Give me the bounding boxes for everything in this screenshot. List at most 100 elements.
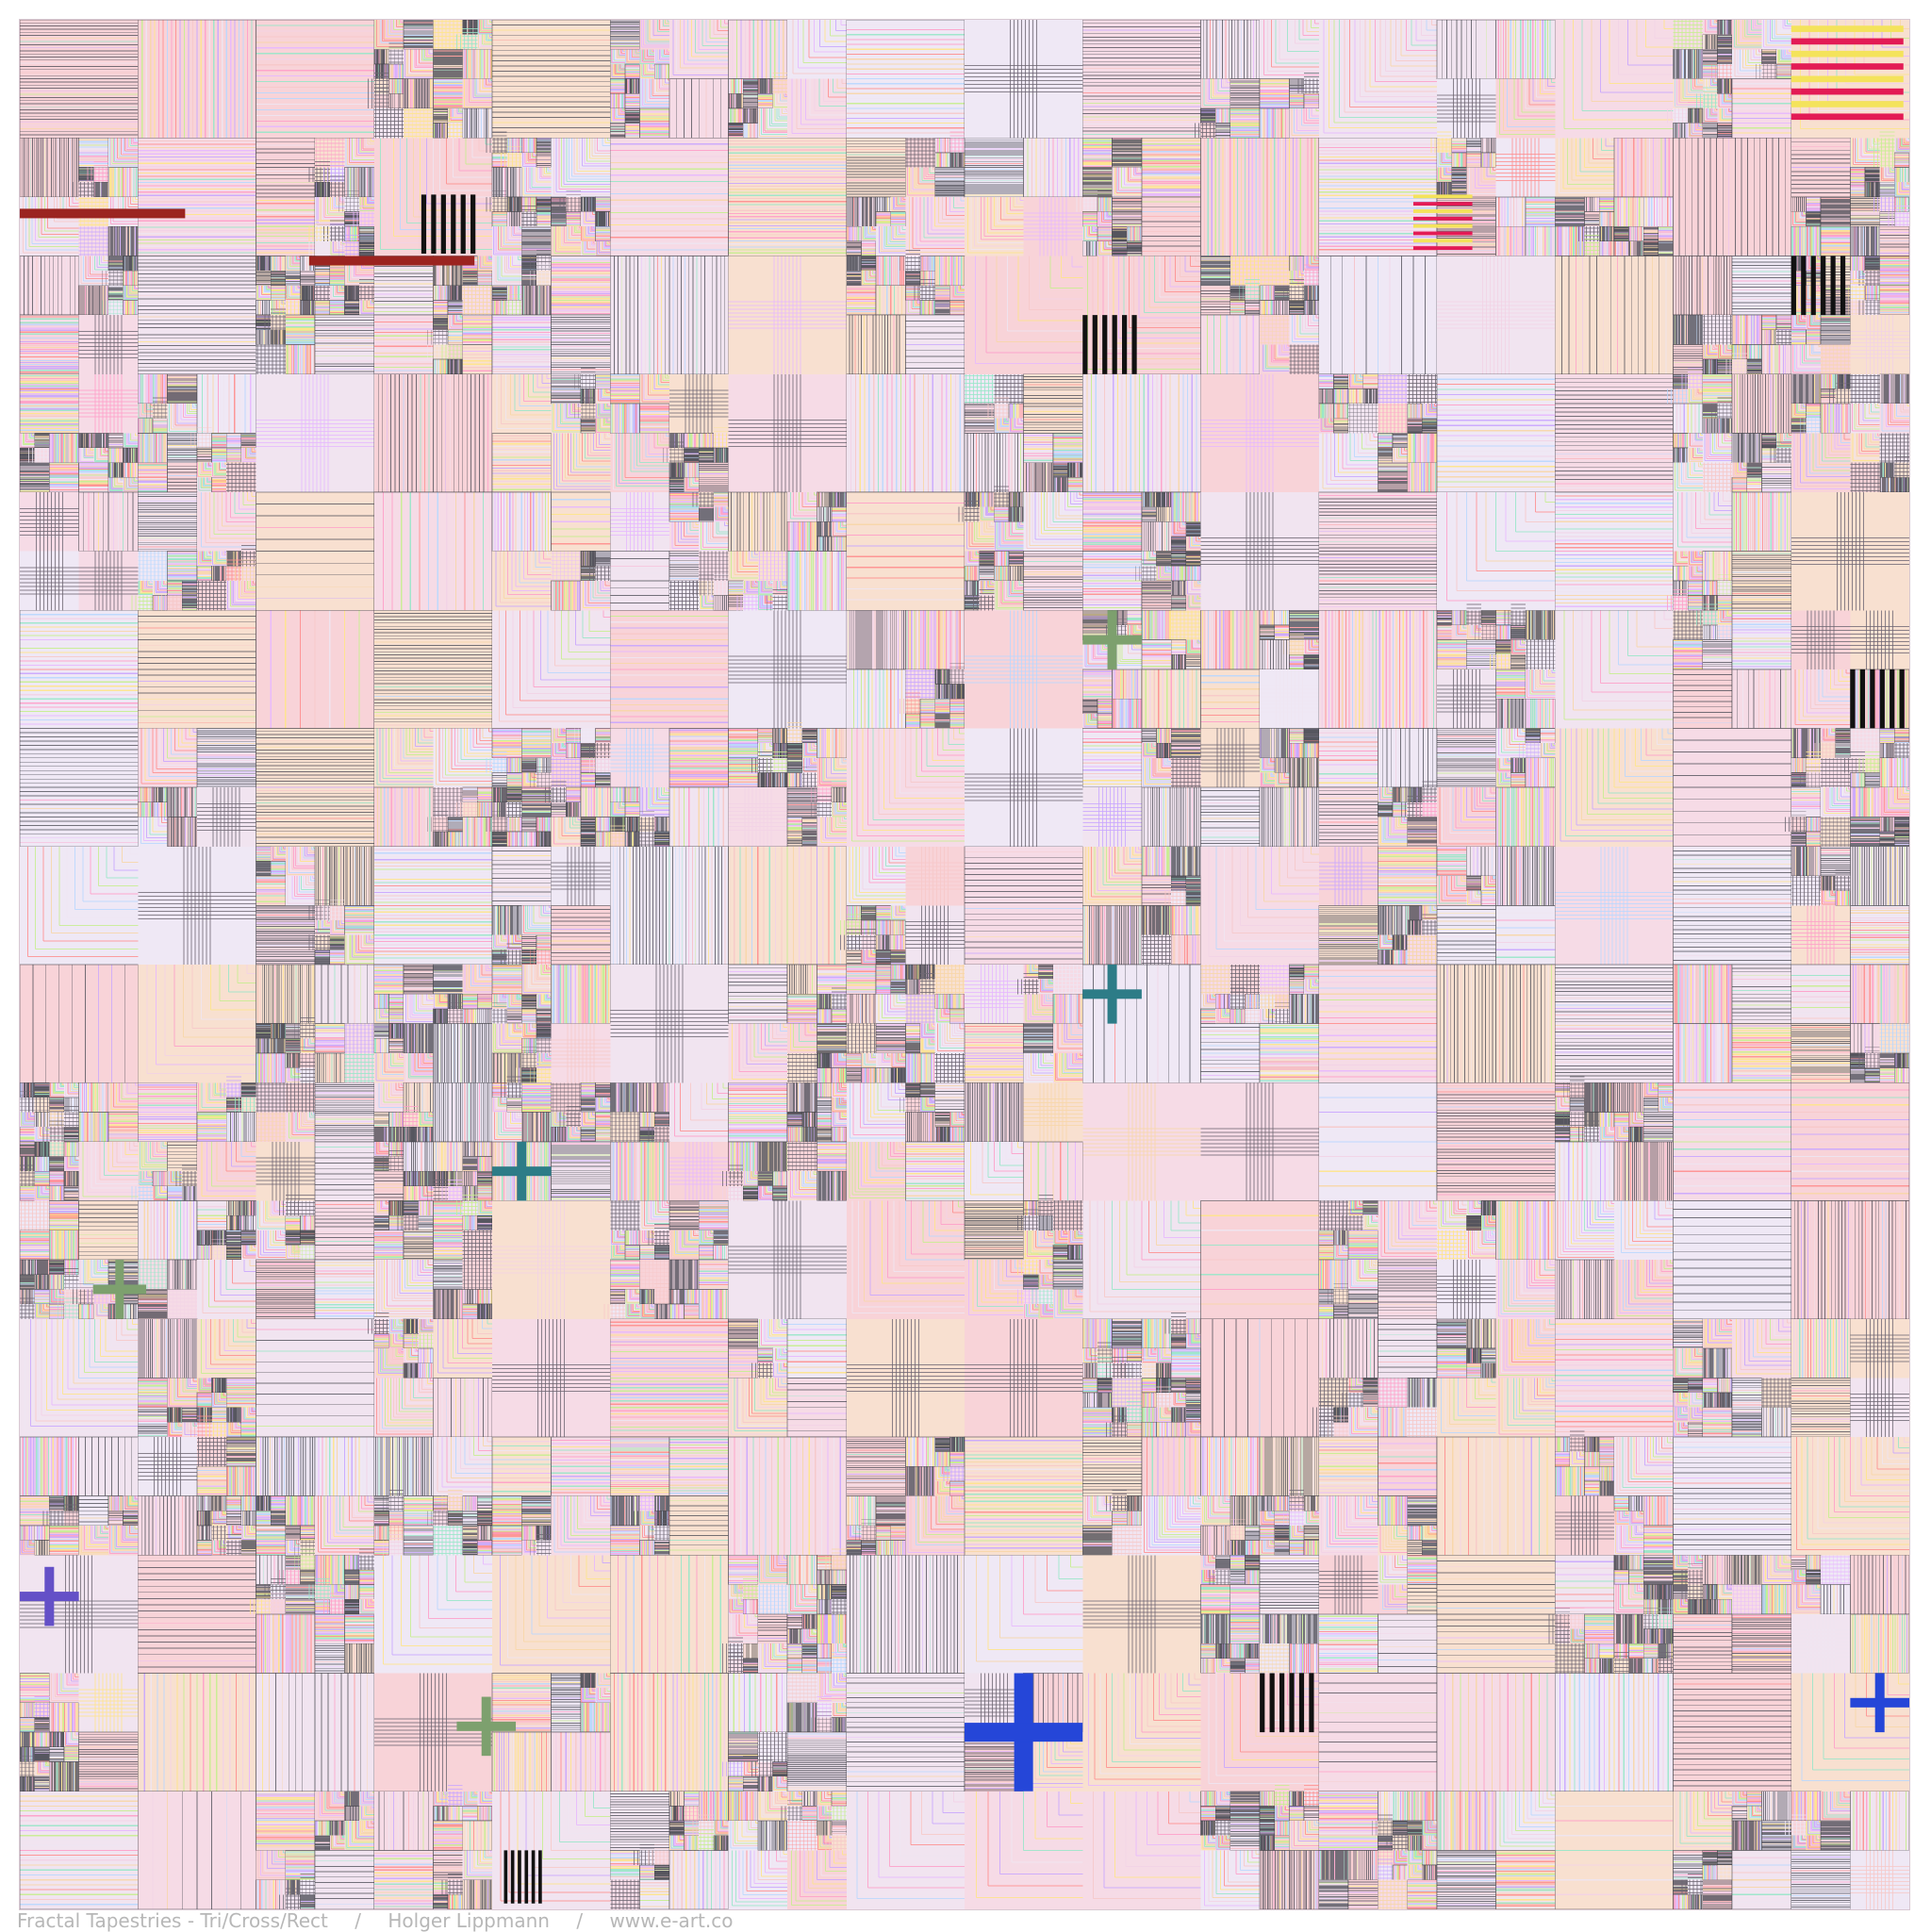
stripe-block	[1865, 182, 1880, 197]
stripe-block	[1791, 330, 1807, 345]
stripe-block	[1113, 197, 1142, 226]
stripe-block	[404, 20, 433, 49]
stripe-block	[729, 124, 744, 139]
corner-pattern	[640, 49, 654, 63]
stripe-block	[1113, 241, 1128, 256]
stripe-block	[1894, 153, 1909, 168]
stripe-block	[256, 271, 272, 286]
stripe-block	[1821, 226, 1850, 256]
stripe-block	[300, 300, 315, 315]
corner-pattern	[1718, 93, 1732, 107]
stripe-block	[226, 448, 241, 463]
stripe-block	[669, 477, 685, 492]
stripe-block	[286, 344, 315, 373]
stripe-block	[1717, 79, 1732, 94]
corner-pattern	[198, 463, 212, 477]
stripe-block	[1629, 226, 1644, 241]
stripe-block	[536, 153, 552, 168]
stripe-block	[138, 433, 167, 462]
stripe-block	[1806, 197, 1821, 212]
stripe-block	[1599, 197, 1614, 212]
corner-pattern	[582, 226, 596, 240]
stripe-block	[1068, 463, 1083, 478]
stripe-block	[1880, 256, 1909, 286]
stripe-block	[596, 197, 611, 212]
stripe-block	[625, 64, 640, 79]
stripe-block	[1053, 477, 1068, 492]
stripe-block	[1098, 197, 1113, 212]
stripe-block	[1452, 168, 1467, 183]
stripe-block	[1865, 168, 1880, 183]
stripe-block	[388, 64, 404, 79]
tapestry-pattern	[20, 20, 1909, 1909]
stripe-block	[1304, 93, 1319, 108]
stripe-block	[1113, 226, 1128, 241]
stripe-block	[1408, 419, 1423, 434]
stripe-block	[891, 212, 906, 227]
stripe-block	[1732, 315, 1761, 344]
stripe-block	[433, 286, 448, 301]
stripe-block	[1585, 197, 1600, 212]
stripe-block	[271, 256, 286, 272]
stripe-block	[492, 286, 507, 301]
stripe-block	[256, 256, 272, 272]
stripe-block	[669, 463, 685, 478]
stripe-block	[1082, 168, 1112, 197]
stripe-block	[521, 138, 536, 153]
stripe-block	[1068, 477, 1083, 492]
stripe-block	[596, 212, 611, 227]
stripe-block	[1230, 300, 1246, 315]
stripe-block	[610, 93, 625, 108]
stripe-block	[1850, 168, 1865, 183]
stripe-block	[1806, 330, 1821, 345]
stripe-block	[463, 49, 492, 78]
stripe-block	[1747, 344, 1762, 359]
corner-pattern	[1438, 168, 1452, 182]
stripe-block	[1791, 197, 1807, 212]
corner-pattern	[626, 49, 640, 63]
stripe-block	[153, 419, 168, 434]
corner-pattern	[596, 241, 610, 256]
stripe-block	[1614, 226, 1629, 241]
stripe-block	[714, 448, 729, 463]
stripe-block	[699, 448, 714, 463]
stripe-block	[1850, 182, 1865, 197]
stripe-block	[138, 463, 167, 492]
stripe-block	[610, 124, 625, 139]
corner-pattern	[685, 477, 699, 491]
stripe-block	[847, 374, 965, 492]
stripe-block	[1024, 138, 1083, 197]
stripe-block	[685, 448, 700, 463]
stripe-block	[536, 197, 552, 212]
stripe-block	[359, 226, 374, 241]
stripe-block	[1260, 79, 1289, 108]
stripe-block	[344, 300, 359, 315]
stripe-block	[1703, 374, 1732, 404]
stripe-block	[581, 197, 596, 212]
stripe-block	[79, 433, 94, 448]
stripe-block	[610, 404, 639, 433]
stripe-block	[1643, 241, 1659, 256]
stripe-block	[1082, 20, 1200, 138]
stripe-block	[1452, 138, 1467, 153]
stripe-block	[1452, 153, 1467, 168]
stripe-block	[1053, 433, 1082, 462]
stripe-block	[1408, 404, 1423, 419]
stripe-block	[847, 241, 862, 256]
corner-pattern	[1807, 315, 1821, 329]
stripe-block	[241, 433, 256, 448]
stripe-block	[625, 108, 640, 124]
stripe-block	[1082, 138, 1112, 167]
stripe-block	[536, 138, 552, 153]
stripe-block	[433, 79, 462, 108]
stripe-block	[847, 197, 876, 226]
stripe-block	[1717, 35, 1732, 50]
stripe-block	[758, 93, 773, 108]
stripe-block	[1098, 226, 1113, 241]
stripe-block	[743, 108, 758, 124]
corner-pattern	[906, 300, 920, 314]
stripe-block	[876, 212, 891, 227]
corner-pattern	[611, 49, 625, 63]
stripe-block	[448, 359, 463, 374]
stripe-block	[1717, 20, 1732, 35]
